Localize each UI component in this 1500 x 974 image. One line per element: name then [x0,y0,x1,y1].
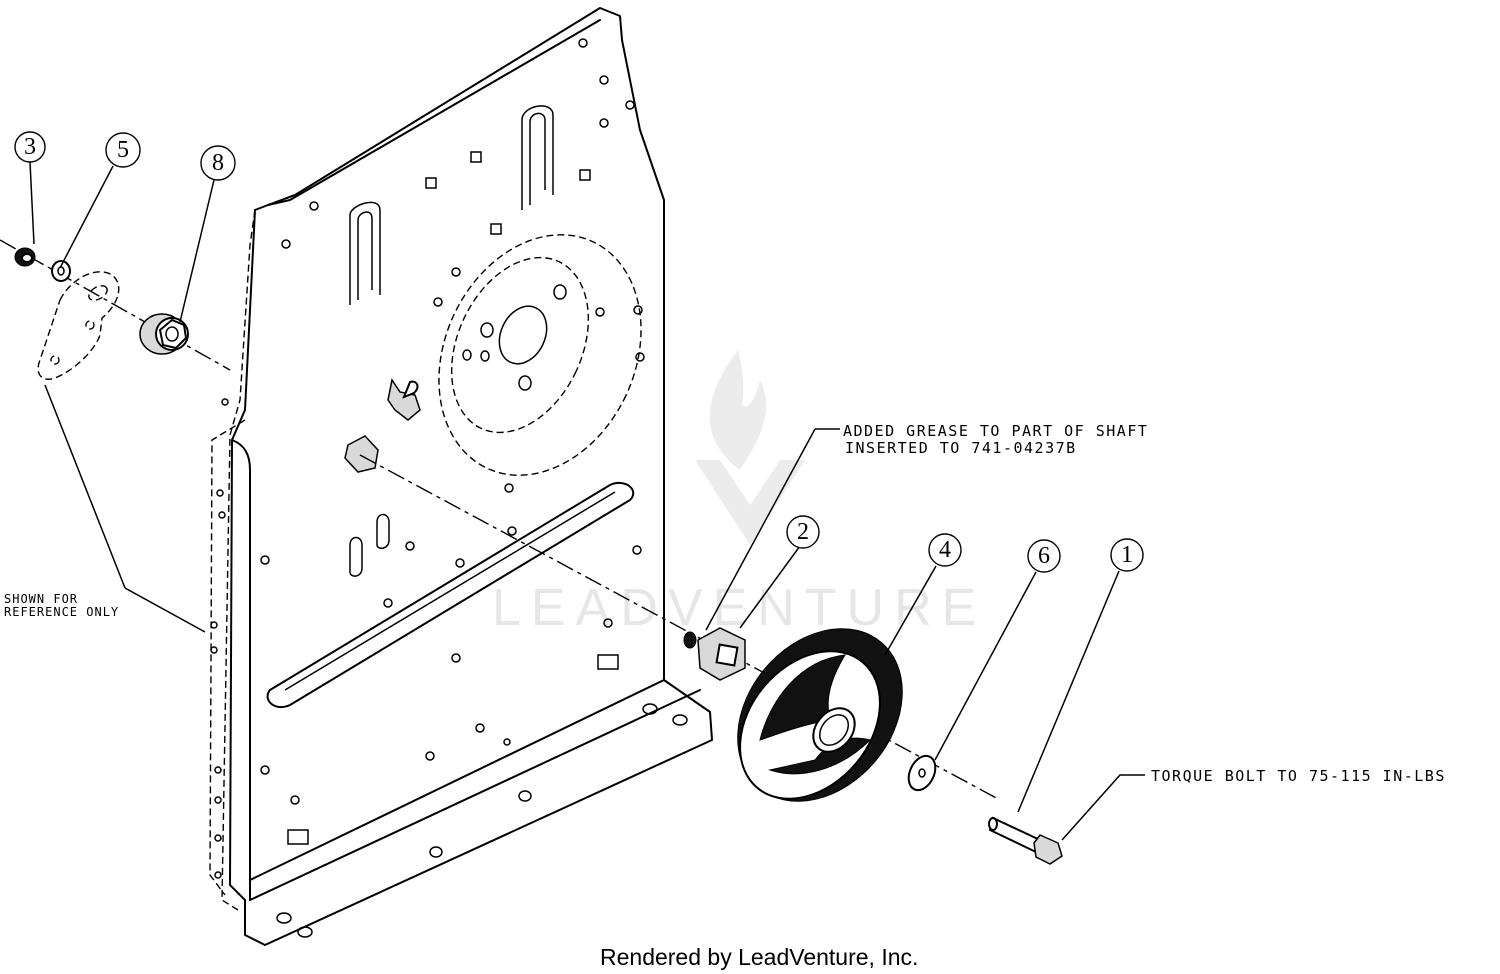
note-grease-line1: ADDED GREASE TO PART OF SHAFT [843,422,1148,440]
note-reference-line1: SHOWN FOR [4,592,78,606]
part-4-pulley [737,628,903,802]
callout-label-4: 4 [939,537,951,563]
leader-lines [29,161,1145,841]
note-reference-line2: REFERENCE ONLY [4,605,119,619]
footer-credit: Rendered by LeadVenture, Inc. [600,944,918,970]
callout-1: 1 [1110,538,1144,572]
part-8-bushing [139,313,189,355]
callout-4: 4 [928,533,962,567]
flame-watermark-icon [709,350,767,470]
part-2-hub [683,627,746,681]
callout-label-6: 6 [1038,543,1050,569]
main-plate [209,7,713,946]
callout-5: 5 [105,132,141,168]
watermark-text: LEADVENTURE [492,579,986,637]
callout-label-1: 1 [1121,542,1133,568]
mounting-holes [210,38,645,879]
callout-label-8: 8 [212,150,224,176]
part-1-bolt [988,816,1063,865]
reference-arm [37,271,120,380]
callout-8: 8 [200,145,236,181]
part-5-washer [51,260,71,282]
callout-6: 6 [1027,539,1061,573]
watermark: LEADVENTURE [492,350,986,637]
callout-label-5: 5 [117,137,129,163]
v-watermark-icon [695,460,805,545]
part-3-nut [14,247,36,267]
note-torque: TORQUE BOLT TO 75-115 IN-LBS [1151,767,1446,785]
part-6-washer [907,754,937,792]
callout-2: 2 [786,515,820,549]
callout-label-2: 2 [797,519,809,545]
callout-label-3: 3 [24,134,36,160]
note-grease-line2: INSERTED TO 741-04237B [845,439,1077,457]
callout-3: 3 [14,131,46,163]
